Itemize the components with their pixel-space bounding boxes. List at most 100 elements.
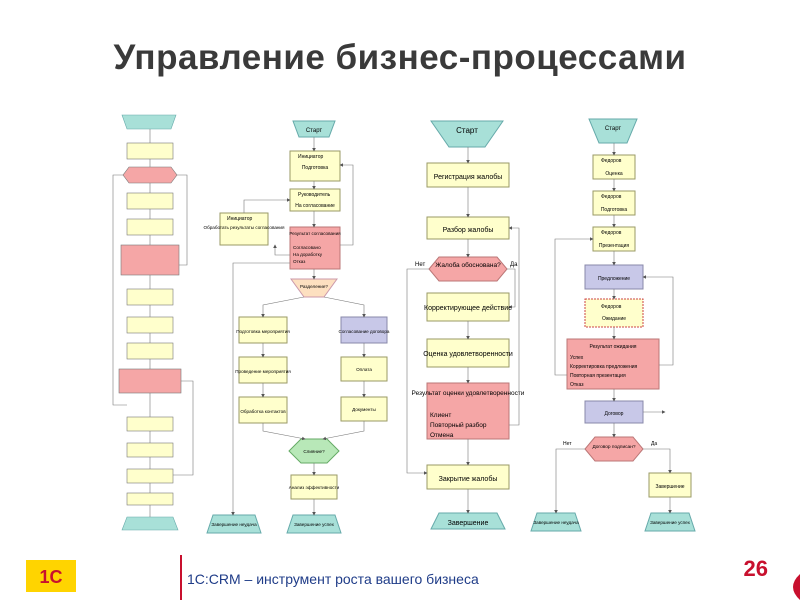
d1-node [126,218,174,236]
d3-branch-no: Нет [415,262,425,268]
d2-task: Обработка контактов [240,409,286,414]
d1-node [126,342,174,360]
d2-right-2 [340,356,388,382]
d2-task: Проведение мероприятия [235,369,291,374]
d1-result [120,244,180,276]
d3-task: Оценка удовлетворенности [423,351,513,358]
d4-result-item: Успех [570,355,584,361]
d3-start-label: Старт [456,126,478,135]
d2-result-item: На доработку [293,252,323,257]
d1-node [126,288,174,306]
d3-task: Регистрация жалобы [434,173,503,181]
d4-result [566,338,660,390]
d2-task: Документы [352,407,376,412]
d2-task: Согласование договора [339,329,390,334]
d3-end [430,512,506,530]
d3-result-item: Повторный разбор [430,421,487,429]
d3-decision [428,256,508,282]
d1-end [121,516,179,531]
d4-branch-yes: Да [651,441,657,447]
d4-end-label: Завершение успех [650,520,690,525]
d1-node [126,192,174,210]
d4-role: Федоров [601,194,622,200]
d4-role: Федоров [601,230,622,236]
footer-divider [180,555,182,600]
d4-role: Федоров [601,158,622,164]
d2-result-item: Согласовано [293,245,321,250]
d2-node-task: Подготовка [302,165,329,171]
d1-start [121,114,177,130]
d3-task: Разбор жалобы [443,226,494,234]
d4-task: Договор [605,411,624,417]
d4-role: Федоров [601,304,622,310]
d4-end-label: Завершение неудача [533,520,579,525]
d3-correct [426,292,510,322]
d2-end-label: Завершение успех [294,522,334,527]
d2-result-title: Результат согласования [289,231,341,236]
d1-node [126,492,174,506]
d4-task: Оценка [605,171,623,177]
d4-task: Предложение [598,276,630,282]
d3-end-label: Завершение [448,520,489,527]
d3-result-item: Отмена [430,432,454,439]
process-diagram-1 [112,114,194,531]
d4-result-item: Повторная презентация [570,373,626,379]
footer-tagline: 1С:CRM – инструмент роста вашего бизнеса [187,571,479,587]
d1-node [126,416,174,432]
d2-merge [288,438,340,464]
d4-task: Завершение [655,484,684,490]
d2-side-role: Инициатор [227,216,252,222]
d4-result-title: Результат ожидания [590,344,637,350]
d4-decision-label: Договор подписан? [592,444,635,450]
d2-task: Подготовка мероприятия [236,329,290,334]
d2-right-3 [340,396,388,422]
d4-task: Подготовка [601,207,628,213]
d2-end-ok [286,514,342,534]
page-number: 26 [743,556,768,581]
d2-result [289,226,341,270]
d3-result-title: Результат оценки удовлетворенности [412,390,525,397]
d2-start [292,120,336,138]
process-diagram-3: Старт Регистрация жалобы Разбор жалобы Ж… [406,120,525,530]
d4-result-item: Отказ [570,382,584,388]
slide-title: Управление бизнес-процессами [113,38,687,77]
d2-node-role: Руководитель [298,192,331,198]
d3-registration [426,162,510,188]
d2-task: Оплата [356,367,372,372]
d4-start [588,118,638,144]
d2-task: Анализ эффективности [289,485,340,490]
d3-branch-yes: Да [510,262,518,268]
d1-node [126,142,174,160]
d1-result [118,368,182,394]
d2-node-task: На согласование [295,203,335,209]
d2-end-label: Завершение неудача [211,522,257,527]
d2-start-label: Старт [306,128,323,134]
process-diagram-2: Старт Инициатор Подготовка Руководитель … [204,120,390,534]
corner-decoration [793,574,800,600]
d4-branch-no: Нет [563,441,572,447]
d3-decision-label: Жалоба обоснована? [435,261,501,269]
d2-merge-label: Слияние? [303,449,325,454]
d1-node [126,442,174,458]
d4-presentation [592,226,636,252]
d3-result [426,382,510,440]
d4-end-fail [530,512,582,532]
brand-logo: 1С [26,560,76,592]
d4-result-item: Корректировка предложения [570,364,638,370]
d2-end-fail [206,514,262,534]
d1-node [126,468,174,484]
d3-task: Закрытие жалобы [439,475,498,483]
d4-eval [592,154,636,180]
d3-task: Корректирующее действие [424,304,512,312]
d2-left-2 [238,356,288,384]
d4-end-ok [644,512,696,532]
d4-start-label: Старт [605,126,622,132]
d2-node-role: Инициатор [298,154,323,160]
d4-task: Ожидание [602,316,626,322]
d3-result-item: Клиент [430,412,451,419]
d4-done [648,472,692,498]
d1-decision [122,166,178,184]
process-diagrams: Старт Инициатор Подготовка Руководитель … [112,114,696,534]
d2-left-3 [238,396,288,424]
d1-node [126,316,174,334]
